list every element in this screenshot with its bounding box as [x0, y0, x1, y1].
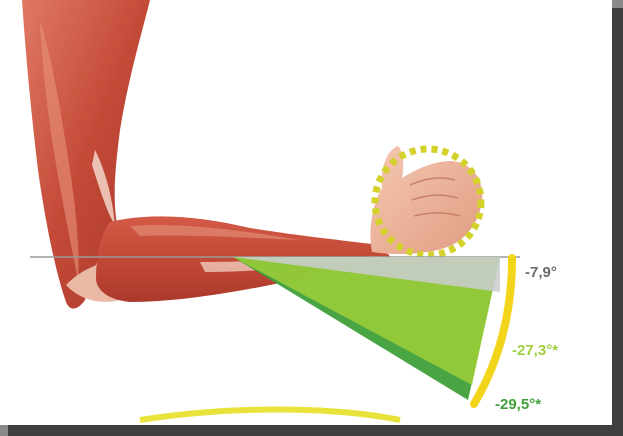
angle-label-dark-green: -29,5°* — [495, 396, 541, 413]
angle-label-light-green: -27,3°* — [512, 342, 558, 359]
angle-label-neutral: -7,9° — [525, 264, 557, 281]
